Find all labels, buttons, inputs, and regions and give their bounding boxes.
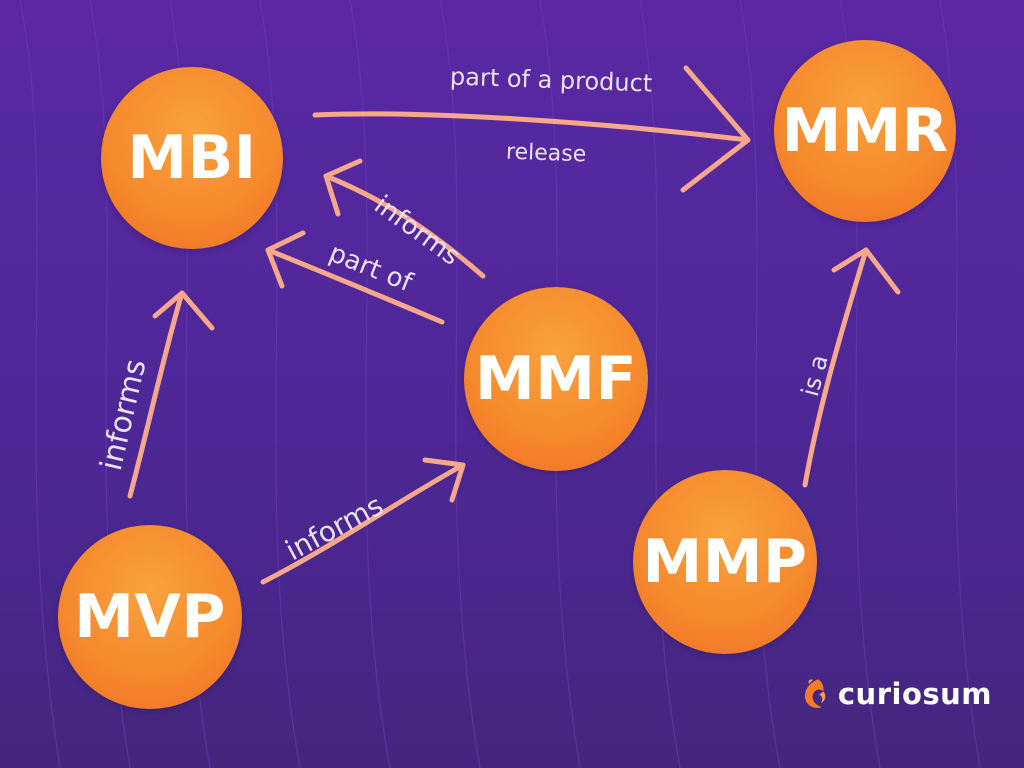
- arrowhead-mbi-to-mmr: [680, 65, 751, 193]
- arrow-mmp-to-mmr: [802, 247, 869, 488]
- node-label-mmr: MMR: [781, 96, 949, 166]
- node-label-mmf: MMF: [475, 344, 637, 414]
- flame-swirl-icon: [805, 679, 826, 708]
- arrow-mmf-to-mbi-partof: [265, 247, 445, 325]
- arrow-mvp-to-mbi: [127, 290, 185, 499]
- curiosum-logo: curiosum: [802, 672, 992, 716]
- node-mmr: MMR: [774, 40, 956, 222]
- arrow-mvp-to-mmf: [260, 462, 466, 585]
- edge-label-mbi-mmr-line2: release: [505, 139, 587, 168]
- node-label-mmp: MMP: [642, 527, 808, 597]
- arrowhead-mmf-to-mbi-informs: [323, 158, 363, 217]
- arrow-mbi-to-mmr: [312, 111, 751, 143]
- arrowhead-mmf-to-mbi-partof: [265, 230, 306, 289]
- arrowhead-mvp-to-mmf: [422, 457, 466, 503]
- node-mmp: MMP: [633, 470, 817, 654]
- node-mbi: MBI: [101, 67, 283, 249]
- node-label-mbi: MBI: [127, 123, 257, 193]
- logo-wordmark: curiosum: [837, 677, 992, 711]
- node-label-mvp: MVP: [74, 582, 226, 652]
- arrow-mmf-to-mbi-informs: [323, 173, 486, 279]
- arrowhead-mvp-to-mbi: [152, 290, 215, 331]
- node-mvp: MVP: [58, 525, 242, 709]
- node-mmf: MMF: [464, 287, 648, 471]
- arrowhead-mmp-to-mmr: [831, 247, 901, 295]
